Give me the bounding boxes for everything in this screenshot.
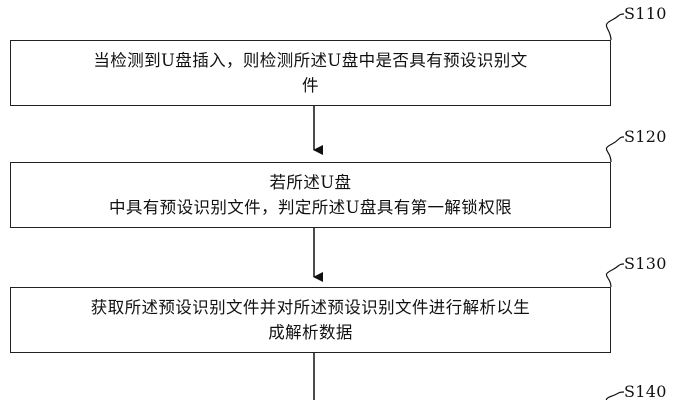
step-text-s130: 获取所述预设识别文件并对所述预设识别文件进行解析以生 成解析数据 (90, 298, 531, 342)
leader-s130 (605, 263, 625, 288)
step-box-s110: 当检测到U盘插入，则检测所述U盘中是否具有预设识别文 件 (10, 40, 611, 106)
step-label-s120: S120 (624, 127, 667, 146)
leader-s120 (605, 136, 625, 163)
step-label-s130: S130 (624, 254, 667, 273)
step-text-s120: 若所述U盘 中具有预设识别文件，判定所述U盘具有第一解锁权限 (108, 173, 512, 217)
leader-s110 (605, 13, 625, 41)
step-label-s140: S140 (624, 382, 667, 401)
step-label-s110: S110 (624, 4, 667, 23)
step-text-s110: 当检测到U盘插入，则检测所述U盘中是否具有预设识别文 件 (93, 51, 528, 95)
leader-s140 (605, 391, 625, 400)
step-box-s120: 若所述U盘 中具有预设识别文件，判定所述U盘具有第一解锁权限 (10, 162, 611, 228)
step-box-s130: 获取所述预设识别文件并对所述预设识别文件进行解析以生 成解析数据 (10, 287, 611, 353)
